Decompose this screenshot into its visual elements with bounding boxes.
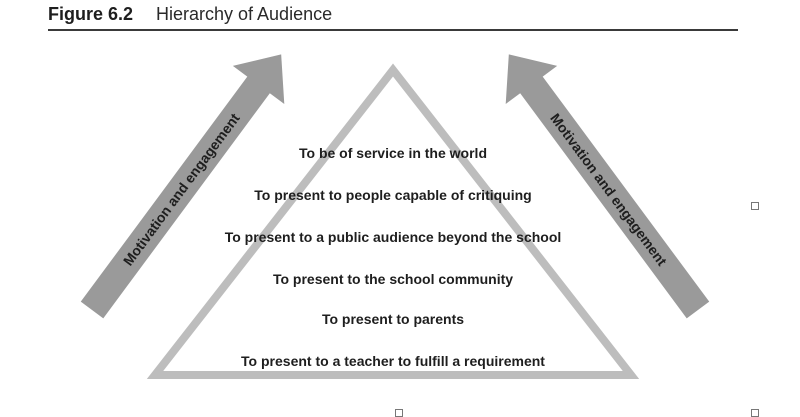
pyramid-level-5: To present to parents [322,311,464,327]
pyramid-level-1: To be of service in the world [299,145,487,161]
right-arrow-label: Motivation and engagement [547,110,670,269]
figure-number: Figure 6.2 [48,4,134,24]
pyramid-level-6: To present to a teacher to fulfill a req… [241,353,545,369]
pyramid-outline [146,63,640,379]
pyramid-level-3: To present to a public audience beyond t… [225,229,562,245]
left-motivation-arrow: Motivation and engagement [80,54,285,319]
pyramid-level-2: To present to people capable of critiqui… [254,187,531,203]
right-arrow-shape [505,54,710,319]
anchor-marker [751,202,759,210]
figure-title: Hierarchy of Audience [156,4,333,24]
right-motivation-arrow: Motivation and engagement [505,54,710,319]
figure-header: Figure 6.2 Hierarchy of Audience [48,2,738,30]
header-rule [48,29,738,31]
pyramid-level-4: To present to the school community [273,271,513,287]
left-arrow-shape [80,54,285,319]
